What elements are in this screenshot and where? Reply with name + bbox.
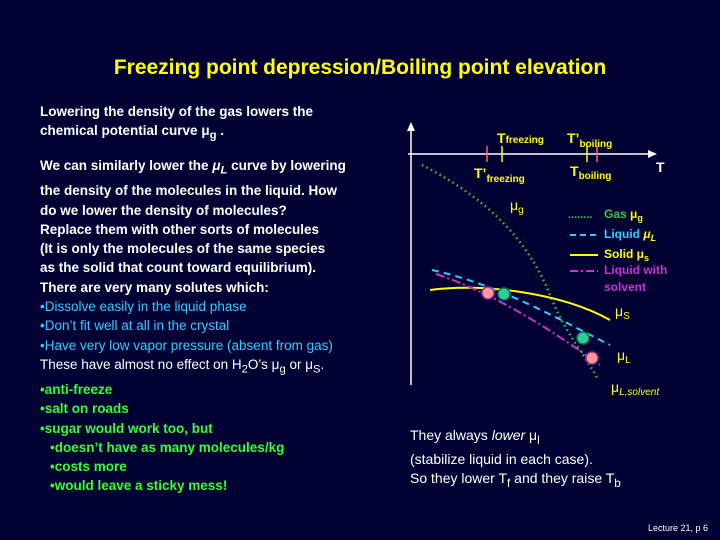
text-line: curve by lowering [227,158,346,174]
effect-line: These have almost no effect on H2O’s μg … [40,355,410,380]
text-line: There are very many solutes which: [40,279,269,295]
slide-title: Freezing point depression/Boiling point … [113,56,607,79]
para-liquid-density: We can similarly lower the μL curve by l… [40,156,410,297]
text-line: They always [410,427,492,443]
legend-solvent-label: Liquid with [604,263,667,277]
text-line: Replace them with other sorts of molecul… [40,221,320,237]
conclusion-line-1: They always lower μl [410,426,710,450]
text-line: chemical potential curve [40,123,202,139]
bullet-dissolve: •Dissolve easily in the liquid phase [40,299,247,315]
liquid-curve [431,269,611,346]
text-line: (It is only the molecules of the same sp… [40,241,326,257]
mu-l-solvent-label: μL,solvent [611,379,660,398]
example-salt: •salt on roads [40,401,129,417]
intersection-boiling-prime [585,351,599,365]
conclusion-line-2: (stabilize liquid in each case). [410,450,593,467]
text-line: the density of the molecules in the liqu… [40,183,338,199]
subscript: b [614,476,621,490]
emphasis: lower [491,427,526,443]
subscript: g [209,129,217,142]
subscript: g [279,363,286,376]
slide-footer: Lecture 21, p 6 [647,523,708,533]
text-line: . [320,356,325,372]
para-gas-density: Lowering the density of the gas lowers t… [40,102,410,146]
text-line: and they raise T [510,469,615,486]
text-line: . [216,123,224,139]
legend: ........ Gas μg Liquid μL Solid μs Liqui… [568,207,667,294]
text-line: do we lower the density of molecules? [40,202,287,218]
example-antifreeze: •anti-freeze [40,381,113,397]
text-line: These have almost no effect on H [40,356,242,372]
legend-gas-label: Gas μg [604,207,643,223]
mu-symbol: μ [525,427,538,443]
liquid-solvent-curve [435,273,601,366]
explanation-text: Lowering the density of the gas lowers t… [40,102,410,496]
bullet-crystal: •Don’t fit well at all in the crystal [40,318,230,334]
legend-liquid-label: Liquid μL [604,227,656,243]
text-line: or [285,356,306,372]
conclusion-line-3: So they lower Tf and they raise Tb [410,469,710,493]
t-axis-label: T [656,159,665,175]
mu-symbol: μ [271,356,280,372]
text-line: So they lower T [410,469,508,486]
conclusion-text: They always lower μl (stabilize liquid i… [410,426,710,493]
bullet-vapor: •Have very low vapor pressure (absent fr… [40,337,333,353]
t-boiling-prime-label: T’boiling [567,130,612,150]
mu-s-label: μS [615,303,630,322]
text-line: Lowering the density of the gas lowers t… [40,104,314,119]
intersection-boiling [576,331,590,345]
t-boiling-label: Tboiling [570,163,611,182]
subscript: 2 [241,363,248,376]
mu-symbol: μ [305,356,313,372]
t-axis-arrow [648,150,657,158]
mu-symbol: μ [201,123,210,139]
subscript: S [313,363,321,376]
mu-l-label: μL [617,347,631,366]
sugar-reason-cost: •costs more [50,459,127,475]
sugar-reason-sticky: •would leave a sticky mess! [50,478,228,494]
intersection-freezing [497,287,511,301]
legend-solvent-label-2: solvent [604,280,646,294]
mu-axis-arrow [407,122,415,131]
text-line: as the solid that count toward equilibri… [40,260,317,276]
mu-symbol: μ [212,158,221,174]
solid-curve [429,286,611,321]
intersection-freezing-prime [481,286,495,300]
legend-solid-label: Solid μs [604,247,649,263]
t-freezing-label: Tfreezing [497,130,544,146]
subscript: L [220,164,228,177]
t-freezing-prime-label: T’freezing [474,165,525,185]
text-line: O’s [247,356,272,372]
subscript: f [507,476,511,490]
example-sugar: •sugar would work too, but [40,420,213,436]
mu-g-label: μg [510,197,524,216]
gas-curve [421,163,600,381]
legend-gas-marker: ........ [568,209,592,221]
subscript: l [537,433,540,447]
text-line: We can similarly lower the [40,158,213,174]
sugar-reason-molecules: •doesn’t have as many molecules/kg [50,439,285,455]
